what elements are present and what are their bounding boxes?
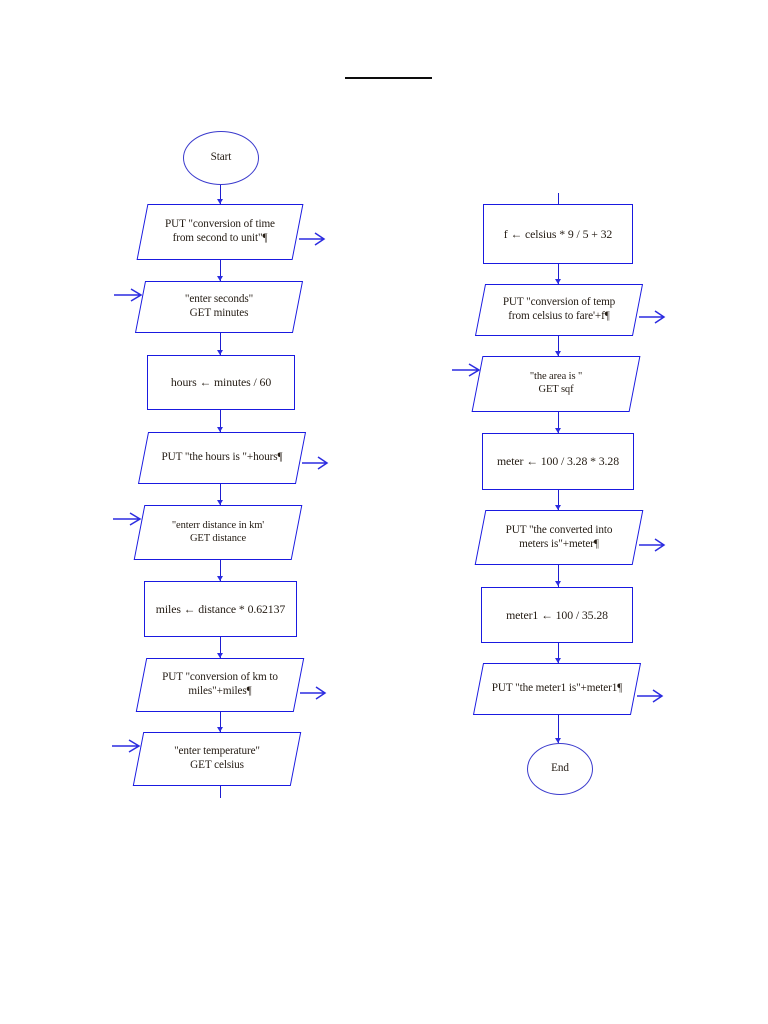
node-put-hours-label: PUT "the hours is "+hours¶	[161, 451, 283, 464]
output-arrow-put-meter1	[637, 689, 664, 703]
arrowhead-calc-meter-to-put-meter	[555, 505, 561, 510]
node-calc-miles-label: miles ← distance * 0.62137	[155, 601, 286, 616]
node-get-celsius[interactable]: "enter temperature" GET celsius	[132, 732, 302, 786]
connector-put-meter-to-calc-meter1	[558, 565, 559, 587]
connector-get-minutes-to-calc-hours	[220, 333, 221, 355]
arrowhead-put-miles-to-get-celsius	[217, 727, 223, 732]
connector-calc-miles-to-put-miles	[220, 637, 221, 658]
output-arrow-put-miles	[300, 686, 327, 700]
connector-calc-f-to-put-temp	[558, 264, 559, 284]
arrowhead-get-minutes-to-calc-hours	[217, 350, 223, 355]
node-put-miles[interactable]: PUT "conversion of km to miles"+miles¶	[135, 658, 305, 712]
node-put-meter-label: PUT "the converted into meters is"+meter…	[505, 523, 613, 550]
arrowhead-calc-f-to-put-temp	[555, 279, 561, 284]
node-get-minutes[interactable]: "enter seconds" GET minutes	[134, 281, 304, 333]
input-arrow-get-minutes	[114, 288, 143, 302]
output-arrow-put-temp	[639, 310, 666, 324]
input-arrow-get-distance	[113, 512, 142, 526]
connector-put-temp-to-get-sqf	[558, 336, 559, 356]
arrowhead-calc-hours-to-put-hours	[217, 427, 223, 432]
arrowhead-get-distance-to-calc-miles	[217, 576, 223, 581]
node-get-distance[interactable]: "enterr distance in km' GET distance	[133, 505, 303, 560]
arrowhead-put-meter1-to-end	[555, 738, 561, 743]
arrowhead-put-temp-to-get-sqf	[555, 351, 561, 356]
connector-put-time-to-get-minutes	[220, 260, 221, 281]
output-arrow-put-hours	[302, 456, 329, 470]
node-put-meter[interactable]: PUT "the converted into meters is"+meter…	[474, 510, 644, 565]
node-end[interactable]: End	[527, 743, 593, 795]
connector-calc-meter1-to-put-meter1	[558, 643, 559, 663]
node-put-temp[interactable]: PUT "conversion of temp from celsius to …	[474, 284, 644, 336]
node-calc-meter1-label: meter1 ← 100 / 35.28	[506, 607, 608, 622]
node-calc-hours[interactable]: hours ← minutes / 60	[147, 355, 295, 410]
node-put-miles-label: PUT "conversion of km to miles"+miles¶	[162, 671, 278, 697]
connector-start-to-put-time	[220, 185, 221, 204]
arrowhead-get-sqf-to-calc-meter	[555, 428, 561, 433]
node-end-label: End	[551, 762, 569, 775]
arrowhead-start-to-put-time	[217, 199, 223, 204]
node-get-sqf[interactable]: "the area is " GET sqf	[471, 356, 641, 412]
node-put-time[interactable]: PUT "conversion of time from second to u…	[136, 204, 304, 260]
node-put-meter1[interactable]: PUT "the meter1 is"+meter1¶	[472, 663, 642, 715]
node-get-sqf-label: "the area is " GET sqf	[529, 371, 583, 395]
node-get-minutes-label: "enter seconds" GET minutes	[184, 293, 254, 319]
node-calc-meter-label: meter ← 100 / 3.28 * 3.28	[496, 454, 619, 469]
arrowhead-calc-miles-to-put-miles	[217, 653, 223, 658]
node-put-hours[interactable]: PUT "the hours is "+hours¶	[137, 432, 307, 484]
connector-put-hours-to-get-distance	[220, 484, 221, 505]
connector-calc-hours-to-put-hours	[220, 410, 221, 432]
node-put-time-label: PUT "conversion of time from second to u…	[165, 218, 275, 244]
connector-put-meter1-to-end	[558, 715, 559, 743]
node-calc-meter1[interactable]: meter1 ← 100 / 35.28	[481, 587, 633, 643]
node-calc-meter[interactable]: meter ← 100 / 3.28 * 3.28	[482, 433, 634, 490]
node-calc-fahrenheit[interactable]: f ← celsius * 9 / 5 + 32	[483, 204, 633, 264]
connector-right-column-head	[558, 193, 559, 204]
node-calc-fahrenheit-label: f ← celsius * 9 / 5 + 32	[503, 226, 613, 241]
node-calc-hours-label: hours ← minutes / 60	[170, 375, 272, 390]
arrowhead-put-meter-to-calc-meter1	[555, 581, 561, 586]
node-start[interactable]: Start	[183, 131, 259, 185]
connector-put-miles-to-get-celsius	[220, 712, 221, 732]
node-start-label: Start	[210, 151, 232, 164]
input-arrow-get-celsius	[112, 739, 141, 753]
arrowhead-put-hours-to-get-distance	[217, 500, 223, 505]
node-put-temp-label: PUT "conversion of temp from celsius to …	[502, 296, 616, 322]
arrowhead-put-time-to-get-minutes	[217, 276, 223, 281]
node-get-distance-label: "enterr distance in km' GET distance	[171, 519, 265, 544]
connector-get-celsius-tail	[220, 786, 221, 798]
node-calc-miles[interactable]: miles ← distance * 0.62137	[144, 581, 297, 637]
connector-get-distance-to-calc-miles	[220, 560, 221, 581]
output-arrow-put-meter	[639, 538, 666, 552]
connector-calc-meter-to-put-meter	[558, 490, 559, 510]
node-put-meter1-label: PUT "the meter1 is"+meter1¶	[491, 682, 623, 695]
output-arrow-put-time	[299, 232, 326, 246]
node-get-celsius-label: "enter temperature" GET celsius	[174, 745, 260, 771]
title-underline-rule	[345, 77, 432, 79]
arrowhead-calc-meter1-to-put-meter1	[555, 658, 561, 663]
connector-get-sqf-to-calc-meter	[558, 412, 559, 433]
